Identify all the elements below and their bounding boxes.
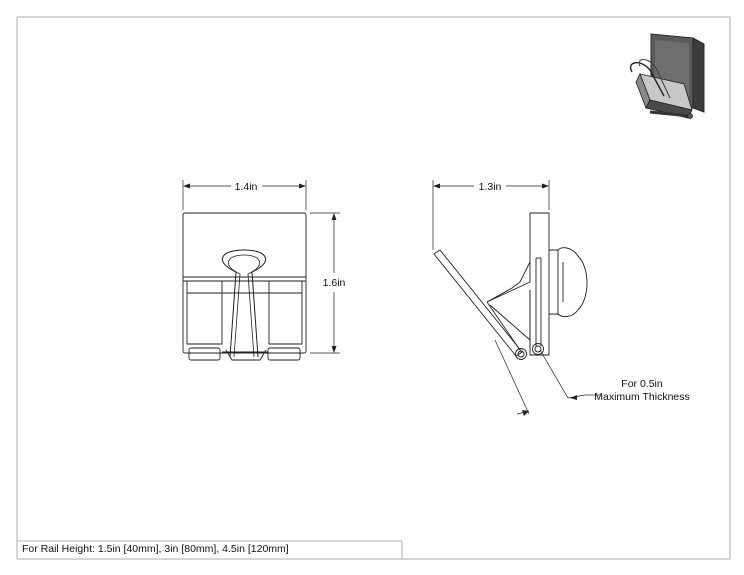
thickness-note-line1: For 0.5in [621, 378, 663, 390]
side-roller-back [532, 343, 544, 355]
front-width-dimension [182, 180, 307, 210]
front-back-plate [182, 212, 307, 354]
front-view [182, 212, 307, 361]
isometric-preview [629, 33, 705, 119]
side-wire-handle [433, 249, 523, 357]
front-wire-handle [222, 249, 266, 358]
front-clip-jaw [186, 281, 223, 345]
side-view [433, 212, 588, 360]
side-roller-front [515, 348, 527, 360]
side-knob [549, 247, 588, 318]
side-width-dimension [432, 180, 550, 250]
side-width-label: 1.3in [479, 181, 502, 193]
front-width-label: 1.4in [235, 181, 258, 193]
side-back-plate [529, 212, 550, 356]
side-thickness-dimension [494, 339, 600, 416]
thickness-note-line2: Maximum Thickness [594, 391, 690, 403]
rail-height-note: For Rail Height: 1.5in [40mm], 3in [80mm… [22, 543, 289, 555]
side-jaw [486, 261, 531, 303]
sheet-frame [16, 16, 731, 560]
front-height-label: 1.6in [323, 277, 346, 289]
front-height-dimension [310, 212, 340, 354]
